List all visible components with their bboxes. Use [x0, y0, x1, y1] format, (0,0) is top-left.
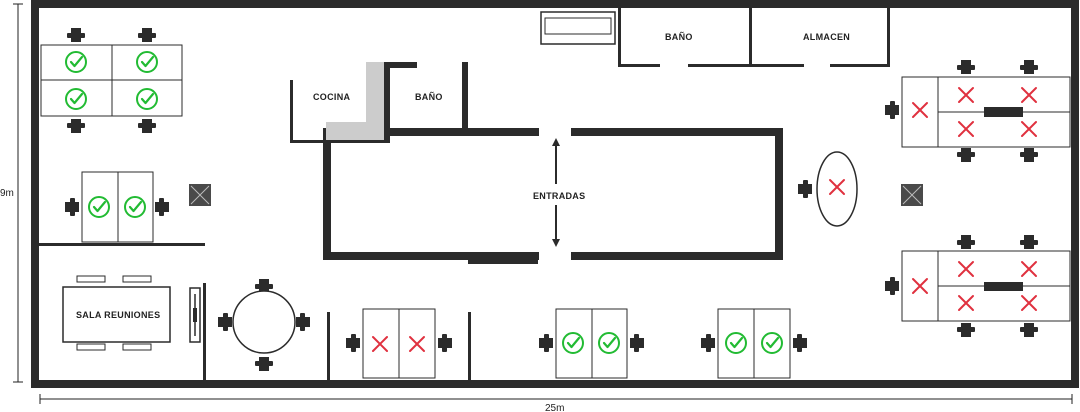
- desk-cluster-top-left: [40, 28, 183, 133]
- sofa: [540, 11, 616, 45]
- dimension-width: 25m: [39, 394, 1073, 412]
- oval-table: [798, 151, 858, 227]
- desk-cluster-bottom-c: [701, 308, 807, 379]
- desk-cluster-right-bottom: [885, 235, 1071, 337]
- wall-cabinet: [189, 287, 201, 343]
- room-label-cocina: COCINA: [313, 92, 350, 102]
- room-label-bano-inner: BAÑO: [415, 92, 443, 102]
- room-label-bano-top: BAÑO: [665, 32, 693, 42]
- height-label: 9m: [0, 188, 14, 199]
- desk-cluster-mid-left: [65, 171, 169, 243]
- dimension-height: 9m: [0, 3, 23, 383]
- entrance-arrow: [552, 138, 560, 247]
- stairs: [326, 62, 384, 140]
- desk-cluster-bottom-a: [346, 308, 452, 379]
- round-table: [218, 279, 310, 371]
- room-label-almacen: ALMACEN: [803, 32, 850, 42]
- room-label-entradas: ENTRADAS: [533, 191, 585, 201]
- blocked-cell: [189, 184, 211, 206]
- interior-walls: [39, 8, 890, 380]
- desk-cluster-right-top: [885, 60, 1071, 162]
- meeting-room: SALA REUNIONES: [62, 275, 171, 351]
- desk-cluster-bottom-b: [539, 308, 644, 379]
- room-label-sala: SALA REUNIONES: [76, 310, 160, 320]
- width-label: 25m: [545, 403, 564, 412]
- outer-wall: [31, 0, 1079, 388]
- blocked-cell: [901, 184, 923, 206]
